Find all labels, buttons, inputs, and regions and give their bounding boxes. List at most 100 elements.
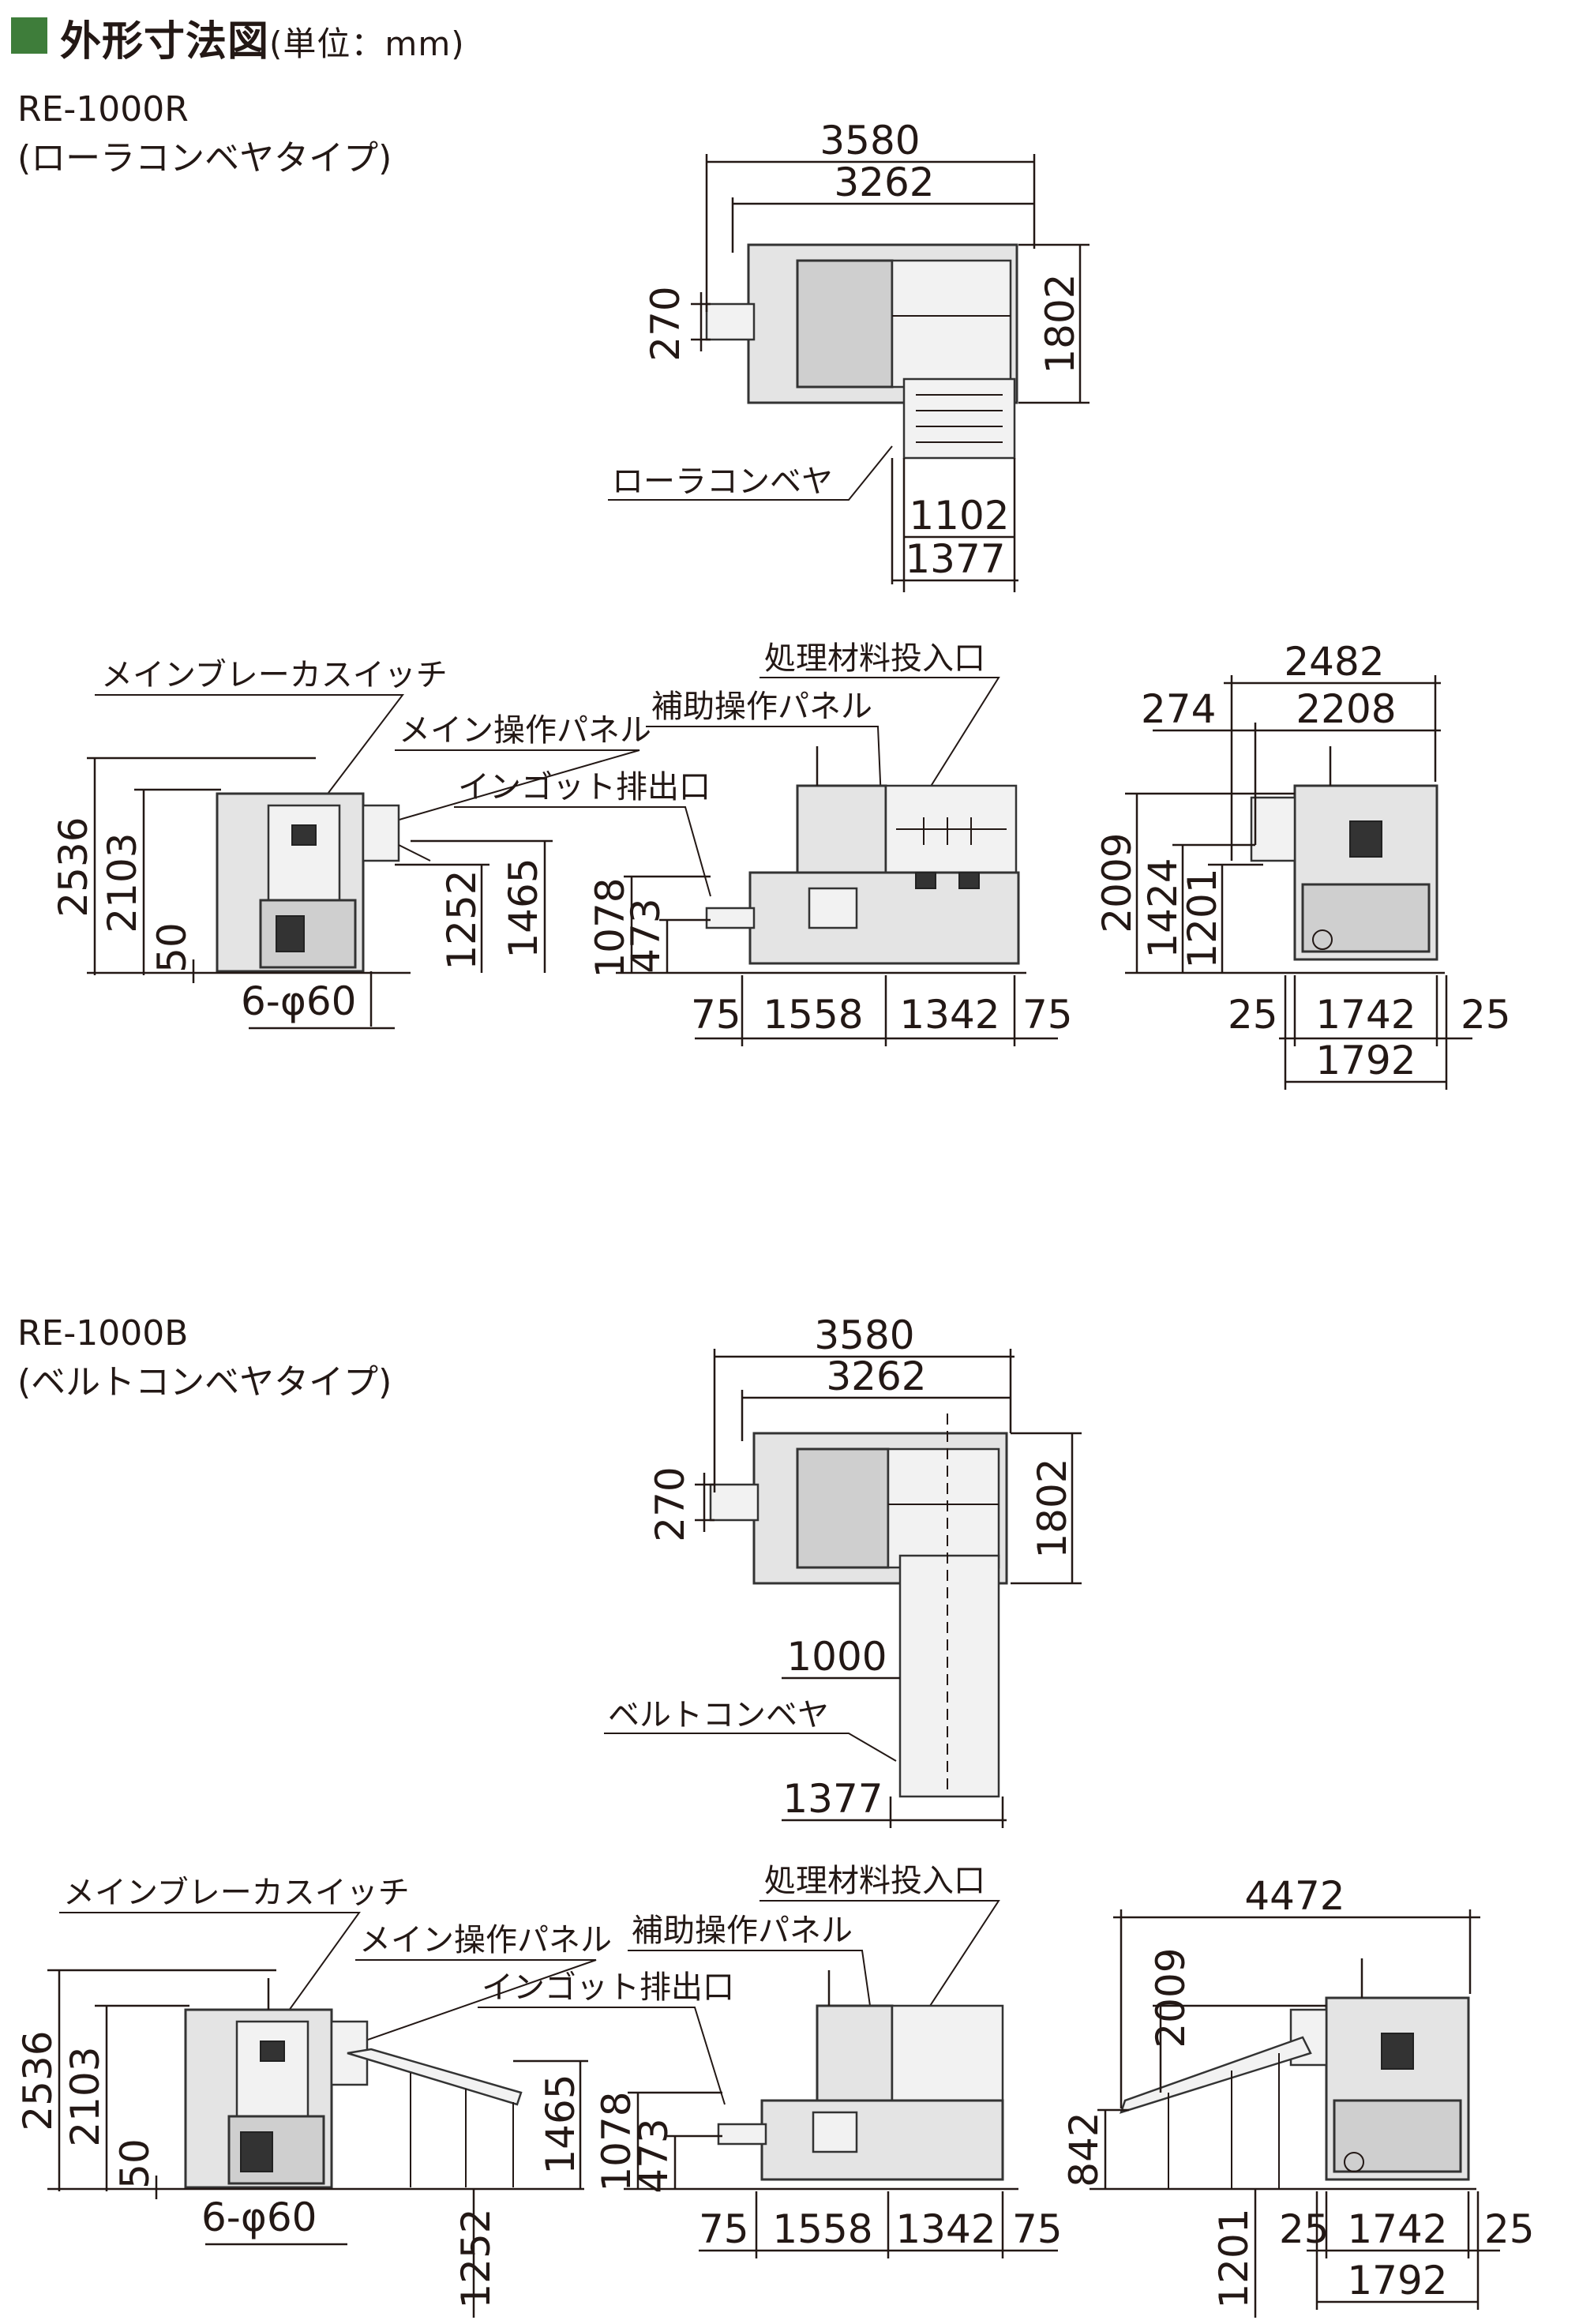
header-square-icon (11, 17, 47, 54)
b-top-view: 3580 3262 270 1802 1000 ベルトコンベヤ 1377 (604, 1312, 1082, 1828)
r-front-dim-1558: 1558 (763, 992, 863, 1038)
r-top-furnace (796, 259, 894, 389)
r-left-dim-2536: 2536 (51, 817, 96, 917)
b-right-dim-1201: 1201 (1211, 2208, 1257, 2308)
r-front-dim-75b: 75 (1022, 992, 1073, 1038)
b-front-hopper (891, 2004, 1004, 2102)
r-right-chute (1250, 796, 1296, 862)
b-front-inlet-label: 処理材料投入口 (764, 1863, 985, 1899)
b-right-dim-842: 842 (1061, 2112, 1107, 2187)
r-left-chute (362, 804, 400, 862)
r-top-roller-conveyor (902, 377, 1016, 460)
b-top-dim-270: 270 (647, 1466, 693, 1541)
r-left-view: メインブレーカスイッチ メイン操作パネル 2536 2103 50 1252 1… (51, 657, 651, 1030)
b-front-view: 処理材料投入口 補助操作パネル インゴット排出口 1078 473 75 155… (478, 1863, 1063, 2258)
r-front-dim-1078: 1078 (587, 877, 633, 978)
r-front-ingot-tray (705, 907, 756, 929)
r-front-view: 処理材料投入口 補助操作パネル インゴット排出口 1078 473 75 155… (454, 640, 1073, 1046)
b-right-lower (1333, 2099, 1462, 2173)
r-left-panel-label: メイン操作パネル (399, 712, 651, 749)
r-front-inlet-label: 処理材料投入口 (764, 640, 985, 677)
b-front-dim-473: 473 (631, 2118, 677, 2193)
b-front-dim-75a: 75 (699, 2206, 749, 2252)
r-left-panel-box (267, 804, 341, 902)
r-left-holes-label: 6-φ60 (241, 978, 356, 1024)
r-left-breaker (291, 824, 317, 846)
r-right-dim-2482: 2482 (1284, 639, 1384, 685)
r-top-dim-270: 270 (643, 286, 688, 361)
b-front-dim-1558: 1558 (772, 2206, 872, 2252)
r-right-dim-2009: 2009 (1094, 832, 1140, 933)
r-right-dim-1742: 1742 (1315, 992, 1416, 1038)
b-front-furnace (816, 2004, 894, 2102)
model-r-heading: RE-1000R (ローラコンベヤタイプ) (17, 85, 392, 183)
r-front-dim-1342: 1342 (899, 992, 1000, 1038)
model-b-name: RE-1000B (17, 1313, 189, 1353)
r-left-dim-50: 50 (149, 922, 195, 973)
r-top-dim-1377: 1377 (905, 536, 1005, 582)
r-left-motor (276, 915, 305, 952)
b-left-dim-1252: 1252 (453, 2208, 499, 2308)
b-front-dim-1342: 1342 (895, 2206, 996, 2252)
r-right-window (1349, 820, 1382, 858)
r-right-view: 2482 274 2208 2009 1424 1201 25 1742 25 … (1094, 639, 1511, 1090)
r-right-dim-274: 274 (1141, 686, 1216, 732)
b-left-breaker (260, 2041, 285, 2062)
b-top-ingot-chute (709, 1483, 759, 1522)
b-left-belt-conveyor (347, 2048, 523, 2106)
b-front-dim-75b: 75 (1012, 2206, 1063, 2252)
r-right-dim-25a: 25 (1228, 992, 1278, 1038)
model-r-type: (ローラコンベヤタイプ) (17, 138, 392, 178)
b-top-belt-conveyor (898, 1554, 1000, 1798)
page-title: 外形寸法図(単位：mm) (60, 8, 465, 67)
r-top-dim-3262: 3262 (834, 160, 934, 205)
r-front-dim-75a: 75 (691, 992, 741, 1038)
unit-text: (単位：mm) (269, 24, 465, 63)
r-top-dim-3580: 3580 (820, 118, 920, 163)
r-top-hopper (891, 259, 1012, 389)
b-top-dim-1377: 1377 (782, 1776, 883, 1822)
b-top-dim-1802: 1802 (1030, 1458, 1075, 1558)
model-b-heading: RE-1000B (ベルトコンベヤタイプ) (17, 1309, 392, 1407)
b-right-dim-2009: 2009 (1148, 1947, 1194, 2048)
r-right-dim-1792: 1792 (1315, 1038, 1416, 1083)
b-right-view: 4472 2009 842 1201 25 1742 25 1792 (1061, 1873, 1535, 2318)
r-front-aux-label: 補助操作パネル (651, 689, 872, 725)
r-left-lower (259, 899, 357, 969)
r-right-dim-1201: 1201 (1180, 868, 1225, 968)
b-left-breaker-label: メインブレーカスイッチ (63, 1875, 410, 1911)
b-top-dim-1000: 1000 (786, 1634, 887, 1680)
r-front-vent-a (915, 872, 936, 889)
r-left-dim-1465: 1465 (501, 858, 546, 958)
b-front-aux-label: 補助操作パネル (632, 1913, 853, 1949)
b-top-furnace (796, 1447, 890, 1569)
r-left-dim-1252: 1252 (439, 869, 485, 970)
r-right-wheel (1312, 929, 1333, 950)
r-left-breaker-label: メインブレーカスイッチ (101, 657, 448, 693)
r-front-vent-b (958, 872, 980, 889)
b-front-lower (760, 2099, 1004, 2181)
r-right-lower (1301, 883, 1431, 953)
r-front-furnace (796, 784, 887, 874)
b-left-view: メインブレーカスイッチ メイン操作パネル 2536 2103 50 1465 1… (15, 1875, 612, 2318)
b-left-dim-2536: 2536 (15, 2030, 61, 2131)
model-r-name: RE-1000R (17, 89, 189, 130)
r-top-ingot-chute (705, 302, 756, 341)
b-right-dim-1792: 1792 (1347, 2258, 1447, 2303)
r-right-dim-25b: 25 (1461, 992, 1511, 1038)
r-left-dim-2103: 2103 (99, 832, 145, 933)
b-left-dim-1465: 1465 (538, 2074, 583, 2174)
model-b-type: (ベルトコンベヤタイプ) (17, 1362, 392, 1402)
r-right-dim-2208: 2208 (1296, 686, 1396, 732)
b-right-dim-25a: 25 (1279, 2206, 1330, 2252)
r-top-dim-1802: 1802 (1037, 273, 1083, 374)
b-left-holes-label: 6-φ60 (201, 2194, 317, 2240)
r-top-dim-1102: 1102 (909, 493, 1009, 539)
b-top-dim-3262: 3262 (826, 1353, 926, 1399)
title-text: 外形寸法図 (60, 18, 270, 66)
b-right-dim-25b: 25 (1484, 2206, 1535, 2252)
b-front-ingot-tray (717, 2123, 767, 2146)
b-right-window (1381, 2033, 1414, 2070)
r-front-ingot-label: インゴット排出口 (458, 769, 711, 805)
